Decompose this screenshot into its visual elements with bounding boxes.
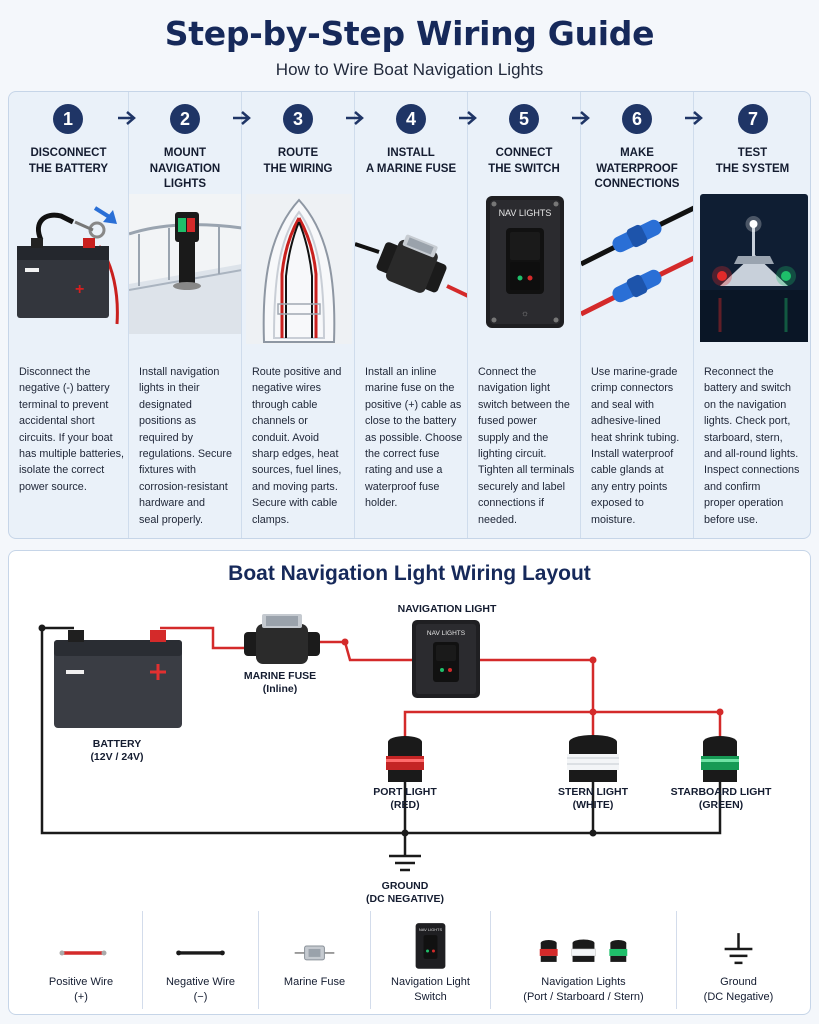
positive-wire — [318, 640, 420, 662]
crimp-connector-icon — [581, 205, 694, 317]
arrow-right-icon — [346, 111, 364, 125]
svg-text:NAV LIGHTS: NAV LIGHTS — [419, 927, 443, 932]
marine-fuse-icon — [244, 614, 320, 664]
port-light-icon — [386, 736, 424, 782]
legend-label: Ground(DC Negative) — [703, 976, 774, 1003]
legend-item-marine-fuse: Marine Fuse — [258, 911, 370, 1009]
positive-wire — [160, 626, 245, 650]
switch-label: NAVIGATION LIGHT — [397, 603, 497, 615]
fuse-label: MARINE FUSE(Inline) — [243, 670, 317, 695]
arrow-right-icon — [572, 111, 590, 125]
legend: Positive Wire(+) Negative Wire(−) Marine… — [20, 911, 800, 1009]
legend-label: Navigation Lights(Port / Starboard / Ste… — [523, 976, 644, 1003]
negative-wire — [40, 626, 722, 835]
step-number-badge: 5 — [509, 104, 539, 134]
starboard-light-label: STARBOARD LIGHT(GREEN) — [670, 786, 772, 811]
step-number-badge: 4 — [396, 104, 426, 134]
battery-disconnect-icon: + — [17, 206, 119, 325]
wiring-layout-panel — [8, 550, 811, 1015]
ground-icon — [724, 933, 753, 965]
positive-wire — [478, 658, 595, 712]
ground-label: GROUND(DC NEGATIVE) — [366, 880, 444, 905]
switch-icon: NAV LIGHTS — [415, 923, 446, 969]
battery-icon — [54, 630, 182, 728]
battery-label: BATTERY(12V / 24V) — [90, 738, 144, 763]
legend-item-negative-wire: Negative Wire(−) — [142, 911, 258, 1009]
marine-fuse-icon — [294, 945, 335, 961]
arrow-right-icon — [118, 111, 136, 125]
arrow-right-icon — [459, 111, 477, 125]
step-number-badge: 6 — [622, 104, 652, 134]
svg-text:NAV LIGHTS: NAV LIGHTS — [427, 630, 466, 637]
nav-switch-icon: NAV LIGHTS — [412, 620, 480, 698]
legend-item-ground: Ground(DC Negative) — [676, 911, 800, 1009]
legend-label: Positive Wire(+) — [48, 976, 114, 1003]
port-light-label: PORT LIGHT(RED) — [373, 786, 437, 811]
route-wiring-icon — [246, 194, 352, 344]
legend-label: Marine Fuse — [283, 976, 346, 988]
nav-switch-icon: NAV LIGHTS ☼ — [486, 196, 564, 328]
step-number-badge: 2 — [170, 104, 200, 134]
mount-light-icon — [129, 194, 242, 334]
ground-icon — [389, 854, 421, 872]
stern-light-label: STERN LIGHT(WHITE) — [558, 786, 628, 811]
layout-title: Boat Navigation Light Wiring Layout — [228, 562, 591, 585]
svg-text:+: + — [75, 281, 84, 298]
marine-fuse-icon — [355, 234, 468, 298]
night-boat-test-icon — [700, 194, 808, 342]
svg-text:☼: ☼ — [521, 308, 529, 318]
page-title: Step-by-Step Wiring Guide — [164, 14, 655, 53]
starboard-light-icon — [701, 736, 739, 782]
stern-light-icon — [567, 735, 619, 782]
negative-wire-icon — [176, 950, 225, 956]
legend-label: Negative Wire(−) — [165, 976, 236, 1003]
step-number-badge: 3 — [283, 104, 313, 134]
navigation-lights-icon — [539, 939, 628, 962]
wiring-diagram: NAV LIGHTS — [38, 614, 739, 872]
step-number-badge: 1 — [53, 104, 83, 134]
arrow-right-icon — [233, 111, 251, 125]
positive-wire — [403, 710, 722, 740]
legend-item-navigation-lights: Navigation Lights(Port / Starboard / Ste… — [490, 911, 676, 1009]
step-number-badge: 7 — [738, 104, 768, 134]
legend-item-positive-wire: Positive Wire(+) — [20, 911, 142, 1009]
positive-wire-icon — [59, 950, 107, 956]
arrow-right-icon — [685, 111, 703, 125]
svg-text:NAV LIGHTS: NAV LIGHTS — [499, 208, 552, 218]
page-subtitle: How to Wire Boat Navigation Lights — [275, 60, 544, 79]
